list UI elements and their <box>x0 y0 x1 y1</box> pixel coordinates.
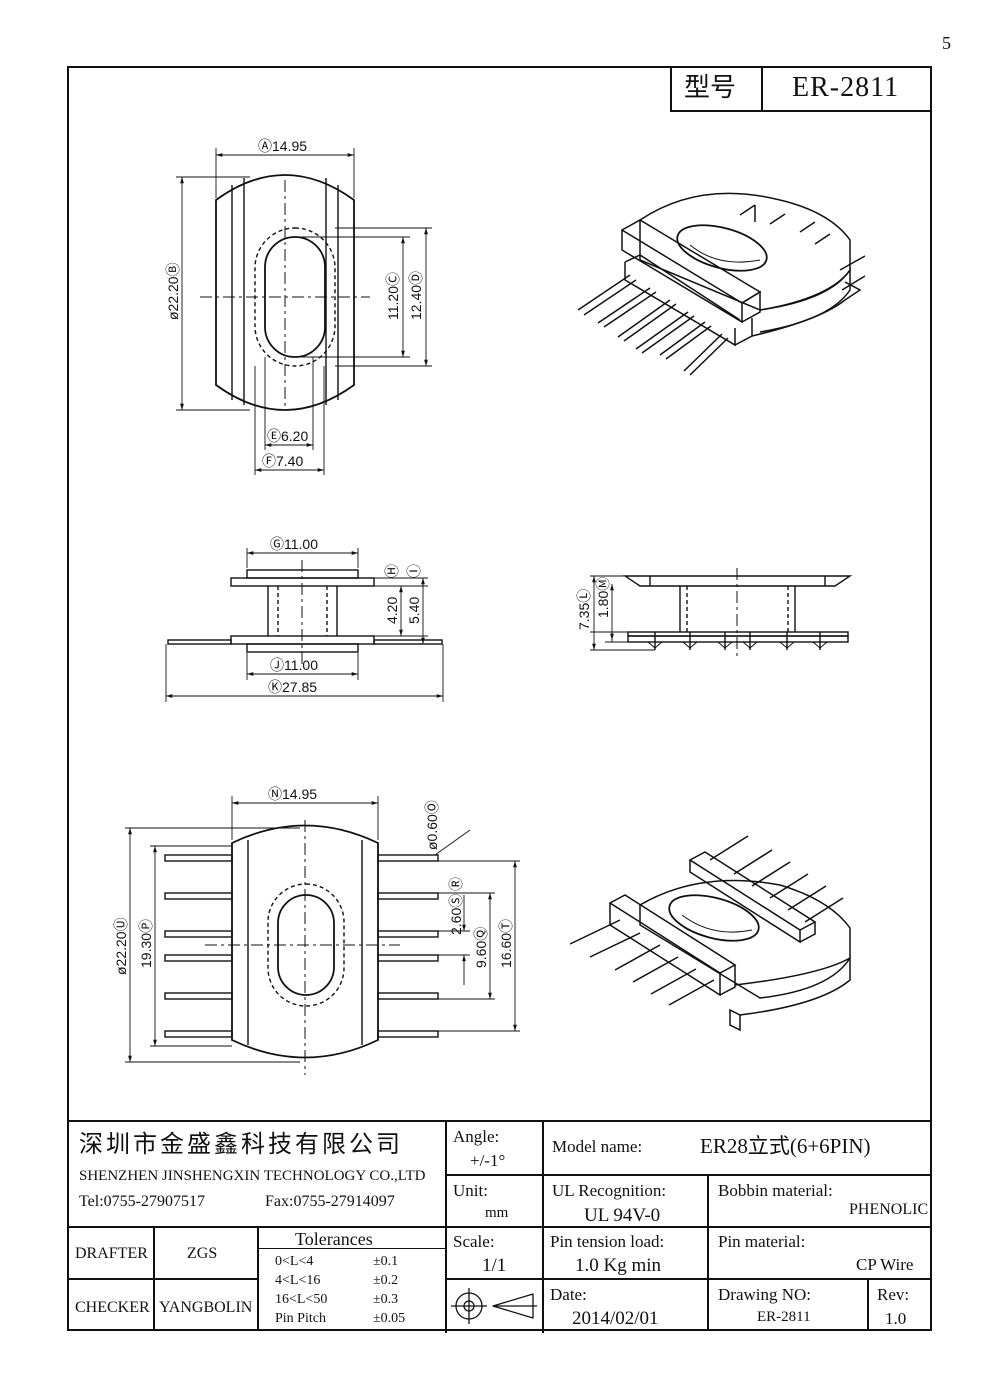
bobbin-material-label: Bobbin material: <box>718 1181 833 1200</box>
rev-value: 1.0 <box>885 1309 907 1328</box>
top-view <box>176 148 432 475</box>
rev-label: Rev: <box>877 1285 910 1304</box>
drafter-value: ZGS <box>187 1245 218 1262</box>
bobbin-material-value: PHENOLIC <box>849 1201 929 1218</box>
dim-i: Ⓘ <box>406 564 422 578</box>
dim-e: Ⓔ6.20 <box>267 428 308 444</box>
pin-tension-label: Pin tension load: <box>550 1232 665 1251</box>
tol-value-4: ±0.05 <box>373 1311 406 1326</box>
dim-f: Ⓕ7.40 <box>262 453 303 469</box>
side-view-pins <box>590 568 853 656</box>
corner-mark: 5 <box>942 33 951 53</box>
dim-d: 12.40Ⓓ <box>408 271 424 320</box>
tol-value-3: ±0.3 <box>373 1292 399 1307</box>
bottom-view <box>125 796 520 1075</box>
drawing-frame <box>67 66 932 1331</box>
tol-value-1: ±0.1 <box>373 1254 399 1269</box>
dim-a: Ⓐ14.95 <box>258 138 307 154</box>
dim-m: 1.80Ⓜ <box>595 577 611 618</box>
side-view <box>165 548 444 702</box>
dim-l: 7.35Ⓛ <box>576 589 592 630</box>
isometric-view-top <box>577 192 866 376</box>
ul-recognition-value: UL 94V-0 <box>584 1205 661 1226</box>
dim-s: 2.60Ⓢ <box>448 894 464 935</box>
checker-label: CHECKER <box>75 1299 150 1316</box>
dim-t: 16.60Ⓣ <box>498 919 514 968</box>
drawing-no-value: ER-2811 <box>757 1309 811 1325</box>
dim-q: 9.60Ⓠ <box>473 927 489 968</box>
model-number: ER-2811 <box>792 72 900 103</box>
projection-symbol-icon <box>451 1288 537 1324</box>
pin-material-label: Pin material: <box>718 1232 806 1251</box>
technical-drawings: Ⓐ14.95 ø22.20Ⓑ 11.20Ⓒ 12.40Ⓓ Ⓔ6.20 Ⓕ7.40… <box>113 138 866 1075</box>
model-name-value: ER28立式(6+6PIN) <box>700 1134 871 1158</box>
company-name-cn: 深圳市金盛鑫科技有限公司 <box>79 1130 403 1158</box>
company-name-en: SHENZHEN JINSHENGXIN TECHNOLOGY CO.,LTD <box>79 1168 426 1184</box>
company-tel: Tel:0755-27907517 <box>79 1193 205 1210</box>
drafter-label: DRAFTER <box>75 1245 148 1262</box>
checker-value: YANGBOLIN <box>159 1299 253 1316</box>
dim-g: Ⓖ11.00 <box>270 536 318 552</box>
title-block: 深圳市金盛鑫科技有限公司 SHENZHEN JINSHENGXIN TECHNO… <box>67 1120 932 1333</box>
dim-c: 11.20Ⓒ <box>385 272 401 320</box>
ul-recognition-label: UL Recognition: <box>552 1181 667 1200</box>
tol-range-2: 4<L<16 <box>275 1273 321 1288</box>
angle-label: Angle: <box>453 1127 500 1146</box>
unit-value: mm <box>485 1205 509 1221</box>
scale-label: Scale: <box>453 1232 495 1251</box>
dim-n: Ⓝ14.95 <box>268 786 317 802</box>
dim-o: ø0.60Ⓞ <box>424 800 440 850</box>
scale-value: 1/1 <box>482 1255 507 1276</box>
dim-u: ø22.20Ⓤ <box>113 917 129 975</box>
tol-range-1: 0<L<4 <box>275 1254 314 1269</box>
model-title-box: 型号 ER-2811 <box>670 66 932 112</box>
dim-k: Ⓚ27.85 <box>268 679 317 695</box>
tolerances-label: Tolerances <box>295 1229 373 1249</box>
tol-value-2: ±0.2 <box>373 1273 399 1288</box>
dim-b: ø22.20Ⓑ <box>165 262 181 320</box>
tol-range-3: 16<L<50 <box>275 1292 328 1307</box>
date-value: 2014/02/01 <box>572 1308 659 1329</box>
model-name-label: Model name: <box>552 1137 643 1156</box>
company-fax: Fax:0755-27914097 <box>265 1193 395 1210</box>
angle-value: +/-1° <box>470 1151 506 1170</box>
dim-j: Ⓙ11.00 <box>270 657 318 673</box>
dim-r: Ⓡ <box>448 877 464 891</box>
isometric-view-bottom <box>569 835 851 1032</box>
drawing-no-label: Drawing NO: <box>718 1285 812 1304</box>
dim-h: Ⓗ <box>384 564 400 578</box>
dim-i-value: 5.40 <box>406 597 422 624</box>
model-label: 型号 <box>684 73 737 103</box>
date-label: Date: <box>550 1285 587 1304</box>
pin-material-value: CP Wire <box>856 1255 914 1274</box>
pin-tension-value: 1.0 Kg min <box>575 1255 662 1276</box>
unit-label: Unit: <box>453 1181 488 1200</box>
tol-range-4: Pin Pitch <box>275 1311 326 1326</box>
dim-h-value: 4.20 <box>384 597 400 624</box>
dim-p: 19.30Ⓟ <box>138 919 154 968</box>
